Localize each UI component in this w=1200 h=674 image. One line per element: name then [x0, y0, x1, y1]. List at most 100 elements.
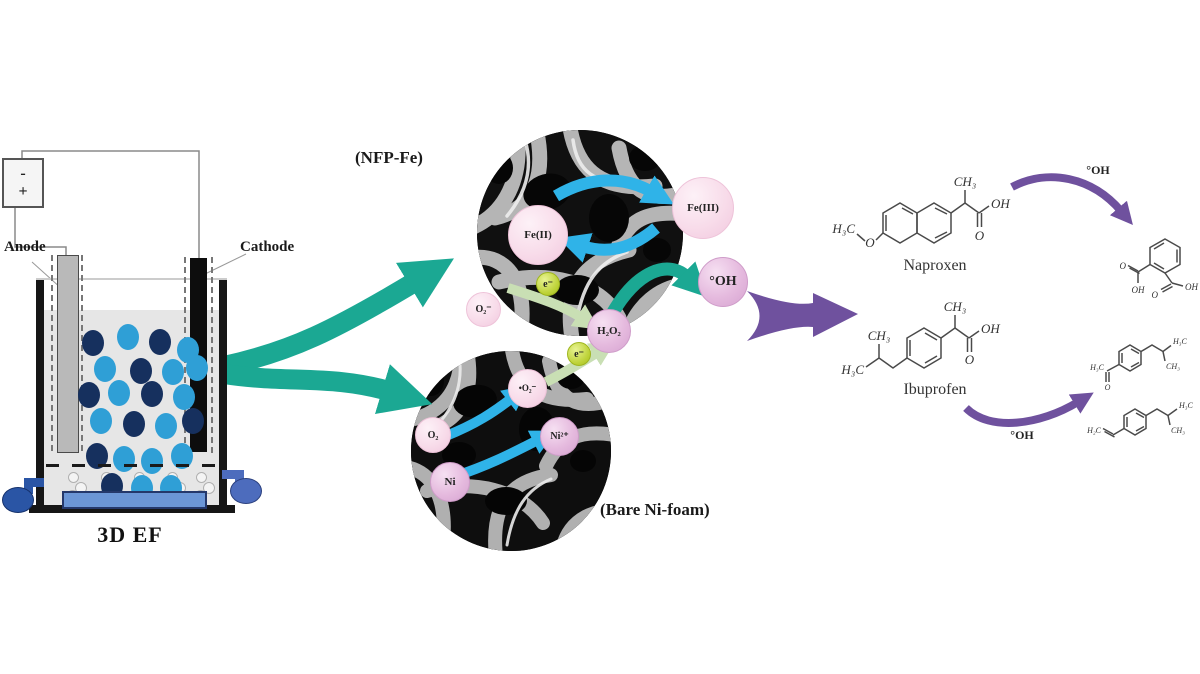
species-o2-label: O₂	[427, 429, 439, 441]
left-pump-pipe	[24, 478, 44, 487]
species-electron-bottom: e⁻	[567, 342, 591, 366]
pollutant-particle	[82, 330, 104, 356]
atom-label: CH₃	[954, 174, 977, 189]
pollutant-particle	[186, 355, 208, 381]
cell-title: 3D EF	[97, 522, 163, 547]
pollutant-particle	[108, 380, 130, 406]
atom-label: O	[1105, 383, 1111, 392]
species-electron-top: e⁻	[536, 272, 560, 296]
species-ni2plus: Ni²⁺	[540, 417, 579, 456]
left-pump	[2, 487, 34, 513]
atom-label: OH	[991, 196, 1010, 211]
atom-label: CH₃	[868, 328, 891, 343]
pollutant-particle	[173, 384, 195, 410]
atom-label: CH₃	[944, 299, 967, 314]
pollutant-particle	[149, 329, 171, 355]
pollutant-particle	[130, 358, 152, 384]
diffuser-plate	[46, 464, 216, 467]
atom-label: H₃C	[831, 221, 855, 236]
cathode-label: Cathode	[240, 239, 295, 255]
pollutant-particle	[113, 446, 135, 472]
beaker-left-wall	[36, 280, 44, 508]
label-bare-ni-foam: (Bare Ni-foam)	[600, 500, 710, 519]
beaker-bottom	[29, 505, 235, 513]
label-nfp-fe: (NFP-Fe)	[355, 148, 423, 167]
psu-plus-label: +	[18, 183, 28, 200]
pollutant-particle	[155, 413, 177, 439]
atom-label: O	[865, 235, 875, 250]
atom-label: H₃C	[1089, 363, 1105, 372]
arrow-cathode-to-bare-ni	[222, 364, 433, 415]
atom-label: O	[975, 228, 985, 243]
pollutant-particle	[141, 381, 163, 407]
psu-minus-label: -	[20, 165, 26, 182]
atom-label: H₂C	[1086, 426, 1102, 435]
naproxen-product-structure: O OH O OH	[1120, 238, 1198, 300]
air-bubble	[196, 472, 207, 483]
pollutant-particle	[78, 382, 100, 408]
pollutant-particle	[90, 408, 112, 434]
ibuprofen-product-styrene-structure: H₂C H₃C CH₃	[1086, 401, 1194, 438]
ibuprofen-label: Ibuprofen	[903, 381, 967, 398]
species-o2-anion: O₂⁻	[466, 292, 501, 327]
power-supply: - +	[2, 158, 44, 208]
pollutant-particle	[141, 448, 163, 474]
atom-label: O	[965, 352, 975, 367]
species-fe2: Fe(II)	[508, 205, 568, 265]
atom-label: H₃C	[1172, 337, 1188, 346]
species-ni: Ni	[430, 462, 470, 502]
species-fe3: Fe(III)	[672, 177, 734, 239]
pollutant-particle	[162, 359, 184, 385]
species-ni-label: Ni	[444, 476, 456, 488]
naproxen-label: Naproxen	[903, 257, 967, 274]
species-h2o2-label: H₂O₂	[597, 325, 621, 337]
atom-label: OH	[1132, 285, 1145, 295]
atom-label: OH	[1185, 282, 1198, 292]
species-oh-label: °OH	[709, 274, 737, 289]
wire-cathode	[21, 150, 200, 259]
atom-label: OH	[981, 321, 1000, 336]
oh-annotation-bottom: °OH	[1010, 428, 1034, 442]
atom-label: H₃C	[1178, 401, 1194, 410]
pollutant-particle	[117, 324, 139, 350]
atom-label: CH₃	[1166, 362, 1180, 371]
pollutant-particle	[182, 408, 204, 434]
species-ni2plus-label: Ni²⁺	[550, 431, 569, 442]
atom-label: CH₃	[1171, 426, 1185, 435]
atom-label: O	[1120, 261, 1127, 271]
right-pump	[230, 478, 262, 504]
ibuprofen-product-ketone-structure: H₃C O H₃C CH₃	[1089, 337, 1188, 392]
pollutant-particle	[171, 443, 193, 469]
air-bubble	[68, 472, 79, 483]
pollutant-particle	[94, 356, 116, 382]
pollutant-particle	[123, 411, 145, 437]
beaker-rim	[36, 278, 227, 280]
ibuprofen-structure: CH₃ OH O CH₃ H₃C	[840, 299, 1000, 377]
air-sparger	[62, 491, 207, 509]
electron-label: e⁻	[543, 278, 553, 290]
pollutant-particle	[86, 443, 108, 469]
species-superoxide-label: •O₂⁻	[518, 383, 537, 393]
species-o2: O₂	[415, 417, 451, 453]
anode-label: Anode	[4, 239, 46, 255]
species-h2o2: H₂O₂	[587, 309, 631, 353]
arrow-ibuprofen-degradation	[963, 392, 1094, 427]
arrow-cathode-to-nfp-fe	[221, 258, 454, 376]
anode-electrode	[57, 255, 79, 453]
naproxen-structure: H₃C O CH₃ OH O	[831, 174, 1010, 250]
left-pump-pipe	[24, 478, 33, 494]
electron-label: e⁻	[574, 348, 584, 360]
atom-label: O	[1152, 290, 1159, 300]
atom-label: H₃C	[840, 362, 864, 377]
arrow-naproxen-degradation	[1010, 173, 1133, 225]
right-pump-pipe	[235, 470, 244, 484]
anode-holder-line	[51, 255, 53, 451]
oh-annotation-top: °OH	[1086, 163, 1110, 177]
right-pump-pipe	[222, 470, 244, 479]
species-fe3-label: Fe(III)	[687, 202, 719, 214]
species-superoxide: •O₂⁻	[508, 369, 547, 408]
species-fe2-label: Fe(II)	[524, 229, 552, 241]
cathode-holder-line	[211, 257, 213, 453]
species-o2-anion-label: O₂⁻	[475, 304, 492, 315]
